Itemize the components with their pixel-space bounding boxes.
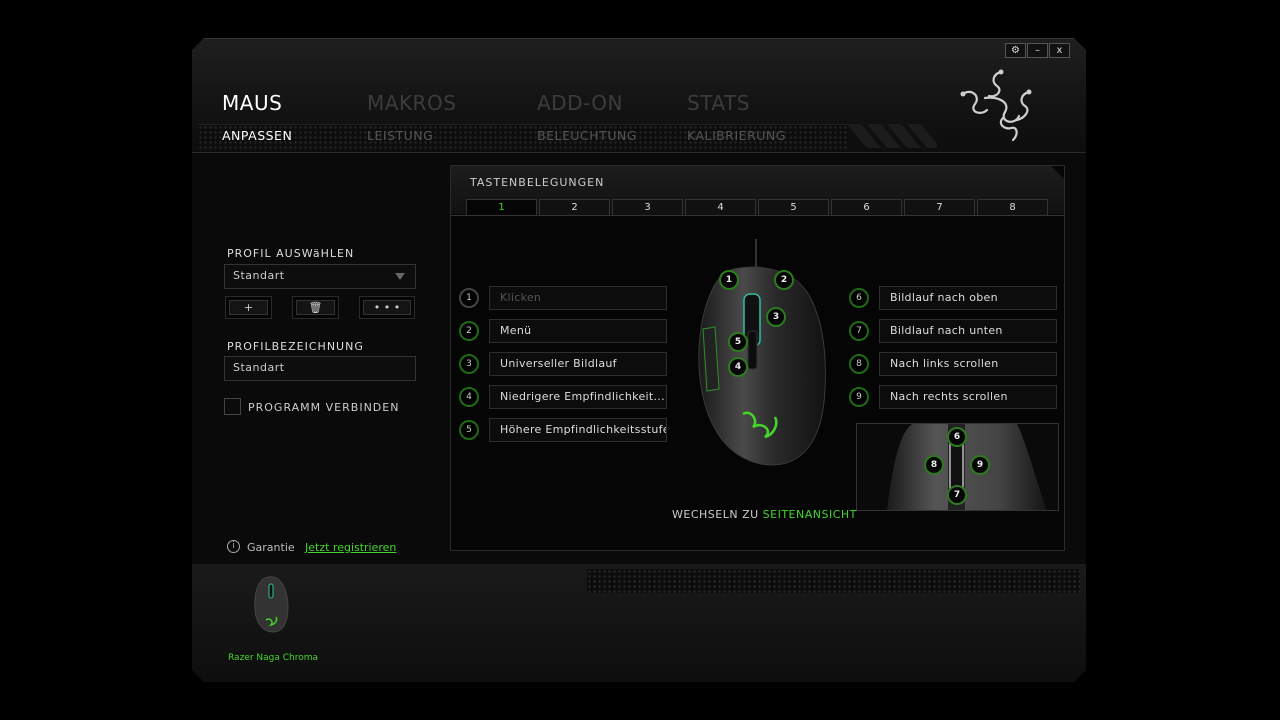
key-assignment-panel: TASTENBELEGUNGEN 1 2 3 4 5 6 7 8 1 Klick… (450, 165, 1065, 551)
subtab-kalibrierung[interactable]: KALIBRIERUNG (687, 128, 786, 143)
panel-title: TASTENBELEGUNGEN (470, 176, 605, 189)
binding-number: 8 (849, 354, 869, 374)
binding-number: 1 (459, 288, 479, 308)
binding-number: 4 (459, 387, 479, 407)
scroll-wheel-inset: 6 8 9 7 (856, 423, 1059, 511)
device-name: Razer Naga Chroma (228, 653, 319, 663)
side-view-label: SEITENANSICHT (762, 508, 857, 521)
binding-number: 5 (459, 420, 479, 440)
binding-number: 9 (849, 387, 869, 407)
inset-marker: 6 (947, 427, 967, 447)
tab-1[interactable]: 1 (466, 199, 537, 216)
chevron-down-icon (395, 273, 405, 280)
inset-marker: 8 (924, 455, 944, 475)
binding-button-7[interactable]: Bildlauf nach unten (879, 319, 1057, 343)
link-program-checkbox[interactable] (224, 398, 241, 415)
binding-number: 3 (459, 354, 479, 374)
plus-icon: + (229, 300, 268, 315)
add-profile-button[interactable]: + (225, 296, 272, 319)
settings-icon[interactable]: ⚙ (1005, 43, 1026, 58)
tab-stats[interactable]: STATS (687, 91, 750, 115)
window-controls: ⚙ – x (1004, 43, 1070, 58)
close-button[interactable]: x (1049, 43, 1070, 58)
mouse-marker: 3 (766, 307, 786, 327)
synapse-window: ⚙ – x MAUS MAKROS ADD-ON STATS ANPASSEN … (192, 38, 1086, 682)
tab-6[interactable]: 6 (831, 199, 902, 215)
razer-logo-icon (960, 69, 1032, 142)
more-icon: • • • (363, 300, 411, 315)
mouse-marker: 1 (719, 270, 739, 290)
mouse-marker: 4 (728, 357, 748, 377)
binding-button-4[interactable]: Niedrigere Empfindlichkeit... (489, 385, 667, 409)
tab-7[interactable]: 7 (904, 199, 975, 215)
tab-4[interactable]: 4 (685, 199, 756, 215)
inset-marker: 7 (947, 485, 967, 505)
subtab-leistung[interactable]: LEISTUNG (367, 128, 434, 143)
binding-button-2[interactable]: Menü (489, 319, 667, 343)
tab-add-on[interactable]: ADD-ON (537, 91, 623, 115)
tab-makros[interactable]: MAKROS (367, 91, 457, 115)
profile-dropdown[interactable]: Standart (224, 264, 416, 289)
header: ⚙ – x MAUS MAKROS ADD-ON STATS ANPASSEN … (192, 38, 1086, 153)
binding-button-8[interactable]: Nach links scrollen (879, 352, 1057, 376)
tab-maus[interactable]: MAUS (222, 91, 283, 115)
inset-marker: 9 (970, 455, 990, 475)
binding-button-3[interactable]: Universeller Bildlauf (489, 352, 667, 376)
binding-button-6[interactable]: Bildlauf nach oben (879, 286, 1057, 310)
mouse-marker: 2 (774, 270, 794, 290)
subtab-beleuchtung[interactable]: BELEUCHTUNG (537, 128, 637, 143)
profile-select-label: PROFIL AUSWäHLEN (227, 247, 355, 260)
binding-button-1[interactable]: Klicken (489, 286, 667, 310)
binding-number: 2 (459, 321, 479, 341)
footer-strip (587, 569, 1080, 593)
binding-number: 6 (849, 288, 869, 308)
tab-8[interactable]: 8 (977, 199, 1048, 215)
more-options-button[interactable]: • • • (359, 296, 415, 319)
mouse-top-view (698, 239, 826, 466)
binding-button-5[interactable]: Höhere Empfindlichkeitsstufe (489, 418, 667, 442)
switch-prefix: WECHSELN ZU (672, 508, 759, 521)
device-thumbnail[interactable] (252, 572, 290, 634)
profile-dropdown-value: Standart (233, 269, 285, 282)
binding-number: 7 (849, 321, 869, 341)
info-icon: i (227, 540, 240, 553)
minimize-button[interactable]: – (1027, 43, 1048, 58)
decorative-stripes (847, 124, 937, 148)
register-link[interactable]: Jetzt registrieren (305, 541, 397, 554)
tab-3[interactable]: 3 (612, 199, 683, 215)
profile-name-label: PROFILBEZEICHNUNG (227, 340, 364, 353)
profile-name-input[interactable]: Standart (224, 356, 416, 381)
mouse-marker: 5 (728, 332, 748, 352)
tab-5[interactable]: 5 (758, 199, 829, 215)
tab-2[interactable]: 2 (539, 199, 610, 215)
tab-divider (451, 215, 1064, 216)
binding-button-9[interactable]: Nach rechts scrollen (879, 385, 1057, 409)
link-program-label: PROGRAMM VERBINDEN (248, 401, 400, 414)
subtab-bar (198, 124, 848, 149)
switch-view-link[interactable]: WECHSELN ZU SEITENANSICHT (672, 508, 857, 521)
trash-icon: 🗑 (296, 300, 335, 315)
delete-profile-button[interactable]: 🗑 (292, 296, 339, 319)
warranty-label: Garantie (247, 541, 295, 554)
subtab-anpassen[interactable]: ANPASSEN (222, 128, 293, 143)
